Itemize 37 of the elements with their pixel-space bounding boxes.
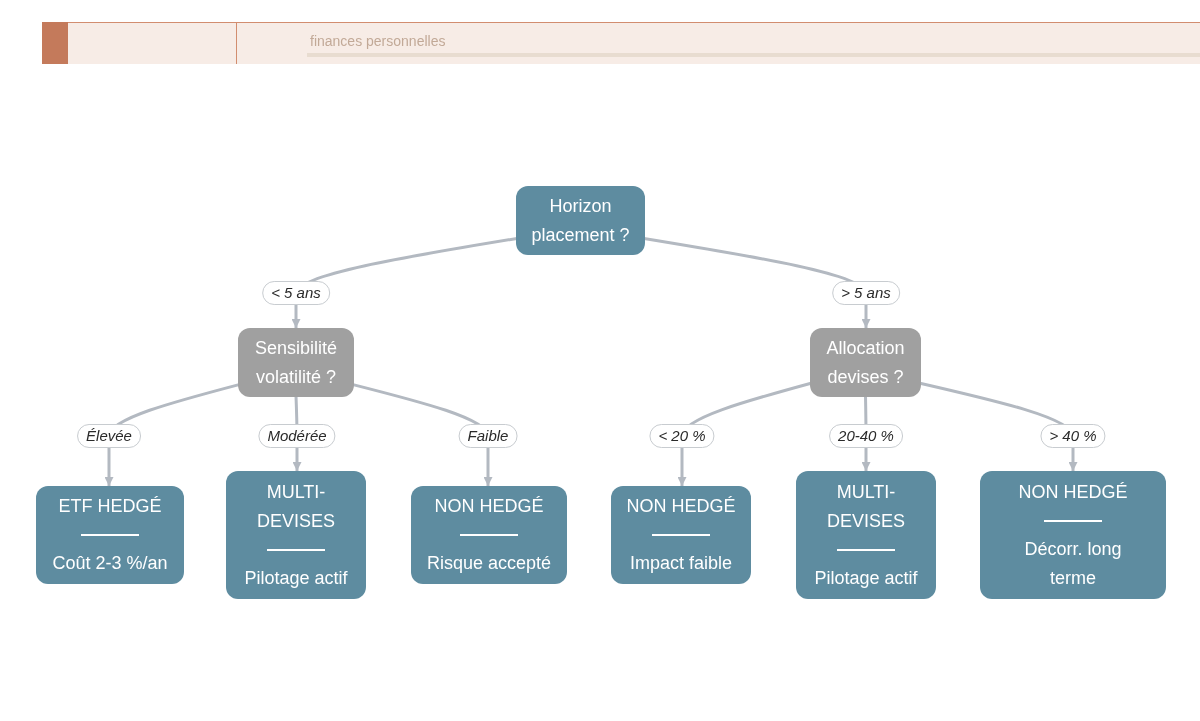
edge-label: < 5 ans <box>262 281 330 305</box>
node-note: Risque accepté <box>426 552 552 575</box>
node-title: MULTI-DEVISES <box>826 480 906 533</box>
edge-label: 20-40 % <box>829 424 903 448</box>
node-note: Pilotage actif <box>814 566 918 590</box>
node-title: ETF HEDGÉ <box>58 495 162 518</box>
edge-label: > 40 % <box>1040 424 1106 448</box>
node-title: NON HEDGÉ <box>626 495 736 518</box>
edge-label: Élevée <box>77 424 141 448</box>
edge-label: Faible <box>458 424 518 448</box>
edge-label: > 5 ans <box>832 281 900 305</box>
node-note: Coût 2-3 %/an <box>52 552 168 575</box>
node-title: Sensibilité volatilité ? <box>253 336 338 389</box>
outcome-box <box>226 471 366 599</box>
node-note: Pilotage actif <box>244 566 348 590</box>
outcome-box <box>611 486 751 584</box>
question-box <box>238 328 354 397</box>
edge-label: Modérée <box>258 424 336 448</box>
edge-label: < 20 % <box>649 424 715 448</box>
arrow <box>291 236 518 328</box>
outcome-box <box>796 471 936 599</box>
node-title: MULTI-DEVISES <box>256 480 336 533</box>
outcome-box <box>980 471 1166 599</box>
node-title: Horizon placement ? <box>530 194 631 247</box>
outcome-box <box>36 486 184 584</box>
node-note: Décorr. long terme <box>1023 537 1123 590</box>
tagline: finances personnelles <box>310 33 446 50</box>
outcome-box <box>411 486 567 584</box>
arrow <box>643 236 871 328</box>
arrow <box>919 381 1078 471</box>
node-title: Allocation devises ? <box>825 336 906 389</box>
question-box <box>810 328 921 397</box>
question-box <box>516 186 645 255</box>
node-note: Impact faible <box>629 552 733 575</box>
node-title: NON HEDGÉ <box>434 495 544 518</box>
node-title: NON HEDGÉ <box>1018 480 1128 504</box>
arrow <box>352 383 493 486</box>
